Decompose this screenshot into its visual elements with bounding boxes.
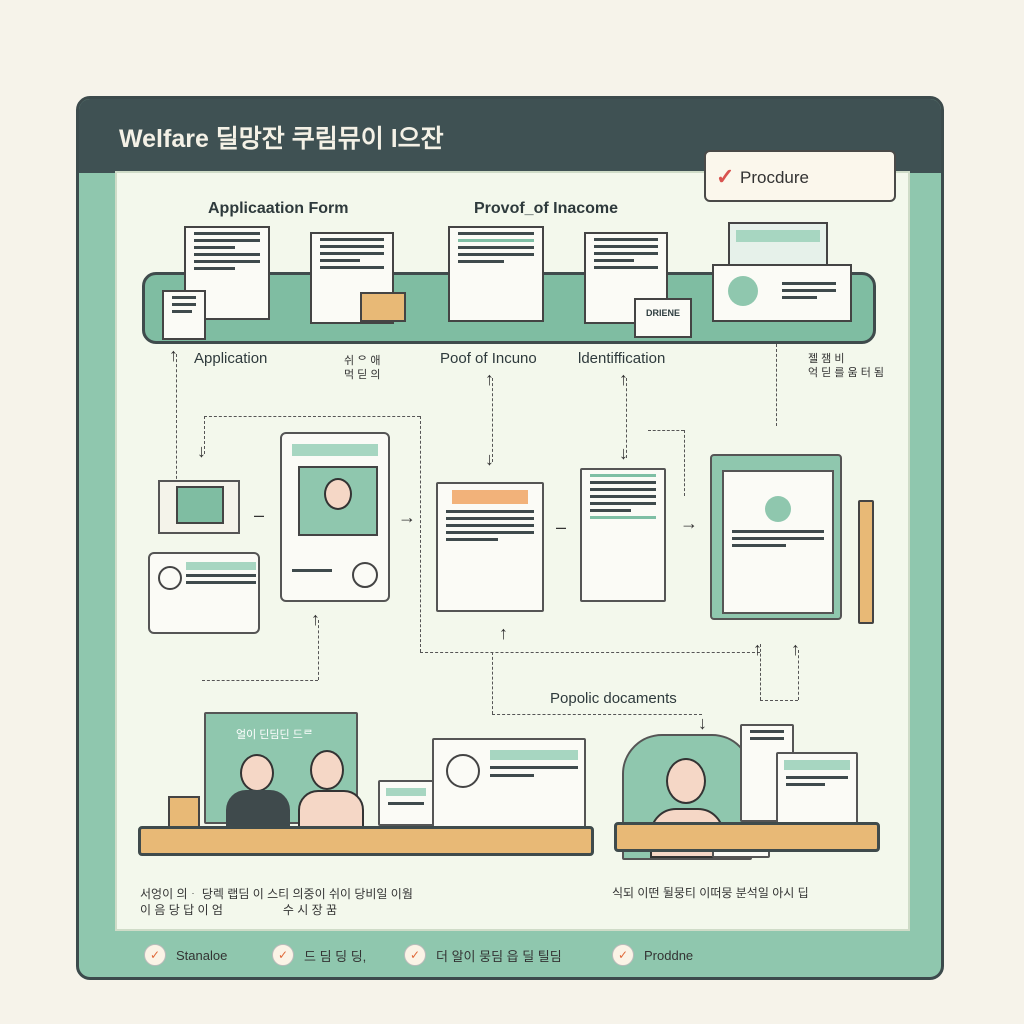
pen-icon <box>858 500 874 624</box>
avatar <box>298 466 378 536</box>
legend-label: 드 딤 딩 딩, <box>304 948 367 964</box>
dash-connector-icon: – <box>556 517 567 537</box>
check-icon: ✓ <box>144 944 166 966</box>
id-card <box>148 552 260 634</box>
arrow-right-icon: → <box>398 507 416 527</box>
connector <box>760 644 761 700</box>
connector <box>798 650 799 700</box>
connector <box>204 416 205 454</box>
connector <box>492 652 493 714</box>
person-avatar <box>310 750 344 790</box>
arrow-up-icon: ↑ <box>791 639 800 659</box>
arrow-down-icon: ↓ <box>698 713 707 733</box>
connector <box>776 344 777 426</box>
card-header <box>292 444 378 456</box>
caption-left: 서엉이 의ᆞ 당렉 랩딤 이 스티 의중이 쉬이 당비일 이웜 이 음 당 답 … <box>140 887 413 917</box>
agent-avatar <box>666 758 706 804</box>
small-document <box>378 780 434 826</box>
check-icon: ✓ <box>272 944 294 966</box>
service-counter <box>138 826 594 856</box>
income-document-2 <box>448 226 544 322</box>
income-proof-card <box>436 482 544 612</box>
legend-item-3: ✓ 더 알이 뭉딤 읍 딜 틸딤 <box>404 944 562 966</box>
procedure-label: Procdure <box>740 168 809 187</box>
label-poof-income: Poof of Incuno <box>440 350 537 367</box>
arrow-down-icon: ↓ <box>485 449 494 469</box>
card-header-orange <box>452 490 528 504</box>
label-korean-right: 젤 잼 비 억 딛 를 움 터 됨 <box>808 353 885 379</box>
legend-item-2: ✓ 드 딤 딩 딩, <box>272 944 366 966</box>
arrow-up-icon: ↑ <box>499 623 508 643</box>
lotus-icon <box>728 276 758 306</box>
seal-icon <box>352 562 378 588</box>
plant-pot-icon <box>168 796 200 828</box>
check-icon: ✓ <box>404 944 426 966</box>
check-icon: ✓ <box>612 944 634 966</box>
person-body <box>298 790 364 830</box>
lotus-icon <box>765 496 791 522</box>
dash-connector-icon: – <box>254 505 265 525</box>
arrow-up-icon: ↑ <box>753 639 762 659</box>
title-bar: Welfare 딜망잔 쿠림뮤이 l으잔 <box>79 99 941 173</box>
page-title: Welfare 딜망잔 쿠림뮤이 l으잔 <box>119 125 444 153</box>
person-avatar <box>240 754 274 792</box>
profile-card <box>280 432 390 602</box>
small-form-document <box>162 290 206 340</box>
connector <box>760 700 798 701</box>
procedure-badge: ✓ Procdure <box>704 150 896 202</box>
caption-right: 식되 이떤 뒬뭉티 이떠뭉 분석일 아시 딥 <box>612 886 809 900</box>
label-application-form: Applicaation Form <box>208 200 349 217</box>
label-proof-income-top: Provof_of Inacome <box>474 200 619 217</box>
id-badge-text: DRIENE <box>645 308 680 318</box>
certificate-document <box>712 264 852 322</box>
connector <box>176 354 177 484</box>
arrow-down-icon: ↓ <box>619 443 628 463</box>
form-card <box>776 752 858 828</box>
folder-icon <box>360 292 406 322</box>
arrow-up-icon: ↑ <box>619 369 628 389</box>
legend-item-1: ✓ Stanaloe <box>144 944 227 966</box>
identification-document <box>584 232 668 324</box>
application-document <box>184 226 270 320</box>
arrow-down-icon: ↓ <box>197 441 206 461</box>
connector <box>202 680 318 681</box>
arrow-up-icon: ↑ <box>169 345 178 365</box>
label-application: Application <box>194 350 268 367</box>
service-counter-right <box>614 822 880 852</box>
arrow-up-icon: ↑ <box>485 369 494 389</box>
arrow-right-icon: → <box>680 513 698 533</box>
legend-label: Proddne <box>644 947 694 963</box>
emblem-icon <box>158 566 182 590</box>
desk-sign: 얼이 딘딤딘 드ᄅ <box>236 729 313 741</box>
connector <box>648 430 684 431</box>
label-identification: ldentiffication <box>578 350 666 367</box>
label-public-documents: Popolic docaments <box>550 690 677 707</box>
info-card <box>432 738 586 828</box>
person-body <box>226 790 290 830</box>
connector <box>204 416 420 417</box>
id-badge: DRIENE <box>634 298 692 338</box>
connector <box>492 378 493 462</box>
connector <box>420 652 760 653</box>
clipboard <box>710 454 842 620</box>
connector <box>420 416 421 652</box>
connector <box>626 378 627 458</box>
arrow-up-icon: ↑ <box>311 609 320 629</box>
submission-tray <box>158 480 240 534</box>
identification-card <box>580 468 666 602</box>
check-icon: ✓ <box>716 164 735 189</box>
label-korean-mid: 쉬 ᄋ 애 먹 딛 의 <box>344 355 381 381</box>
tray-document <box>176 486 224 524</box>
emblem-icon <box>446 754 480 788</box>
legend-label: 더 알이 뭉딤 읍 딜 틸딤 <box>436 948 562 964</box>
clipboard-paper <box>722 470 834 614</box>
connector <box>492 714 702 715</box>
legend-label: Stanaloe <box>176 947 228 963</box>
connector <box>684 430 685 496</box>
legend-item-4: ✓ Proddne <box>612 944 693 966</box>
connector <box>318 620 319 680</box>
